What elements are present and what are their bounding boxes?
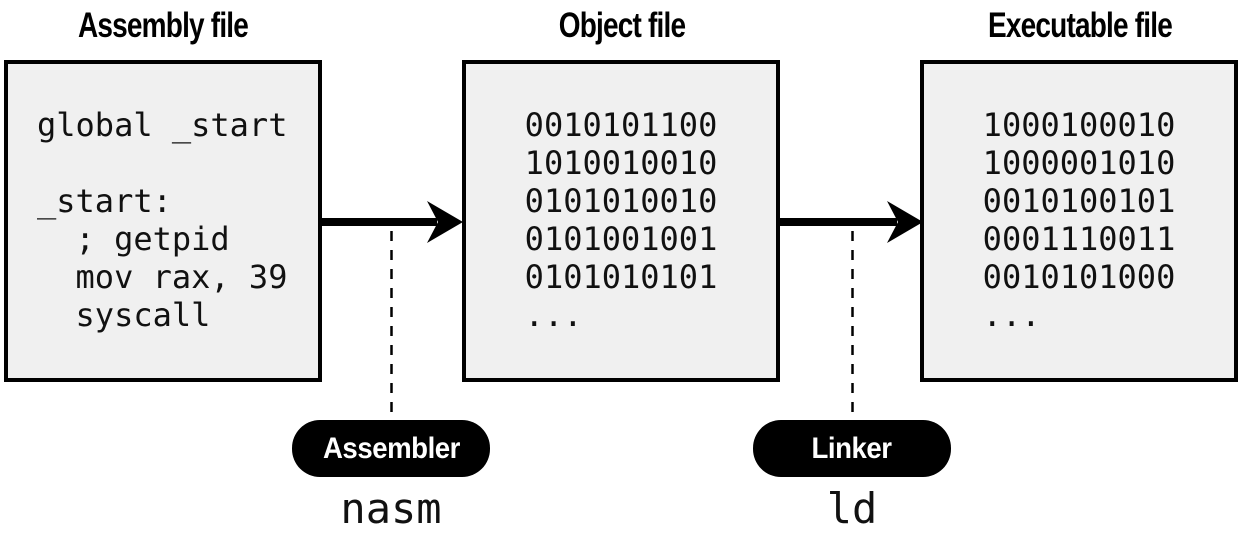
object-file-binary: 0010101100 1010010010 0101010010 0101001…	[524, 106, 718, 334]
linker-tool-name: ld	[826, 484, 878, 533]
stage-title-assembly-file: Assembly file	[77, 6, 249, 45]
arrow-assembly-to-object	[320, 201, 463, 243]
stage-title-executable-file: Executable file	[987, 6, 1173, 45]
assembler-pill: Assembler	[292, 420, 490, 477]
linker-pill-label: Linker	[811, 431, 893, 465]
object-file-box: 0010101100 1010010010 0101010010 0101001…	[462, 60, 780, 382]
arrow-head-icon	[887, 201, 923, 243]
executable-file-binary: 1000100010 1000001010 0010100101 0001110…	[982, 106, 1176, 334]
linker-pill: Linker	[753, 420, 951, 477]
assembler-tool-name: nasm	[340, 484, 442, 533]
executable-file-box: 1000100010 1000001010 0010100101 0001110…	[920, 60, 1238, 382]
assembly-file-box: global _start _start: ; getpid mov rax, …	[4, 60, 322, 382]
stage-title-object-file: Object file	[558, 6, 686, 45]
assembly-source-code: global _start _start: ; getpid mov rax, …	[37, 106, 288, 334]
arrow-head-icon	[427, 201, 463, 243]
arrow-object-to-executable	[780, 201, 923, 243]
assembler-pill-label: Assembler	[322, 431, 460, 465]
